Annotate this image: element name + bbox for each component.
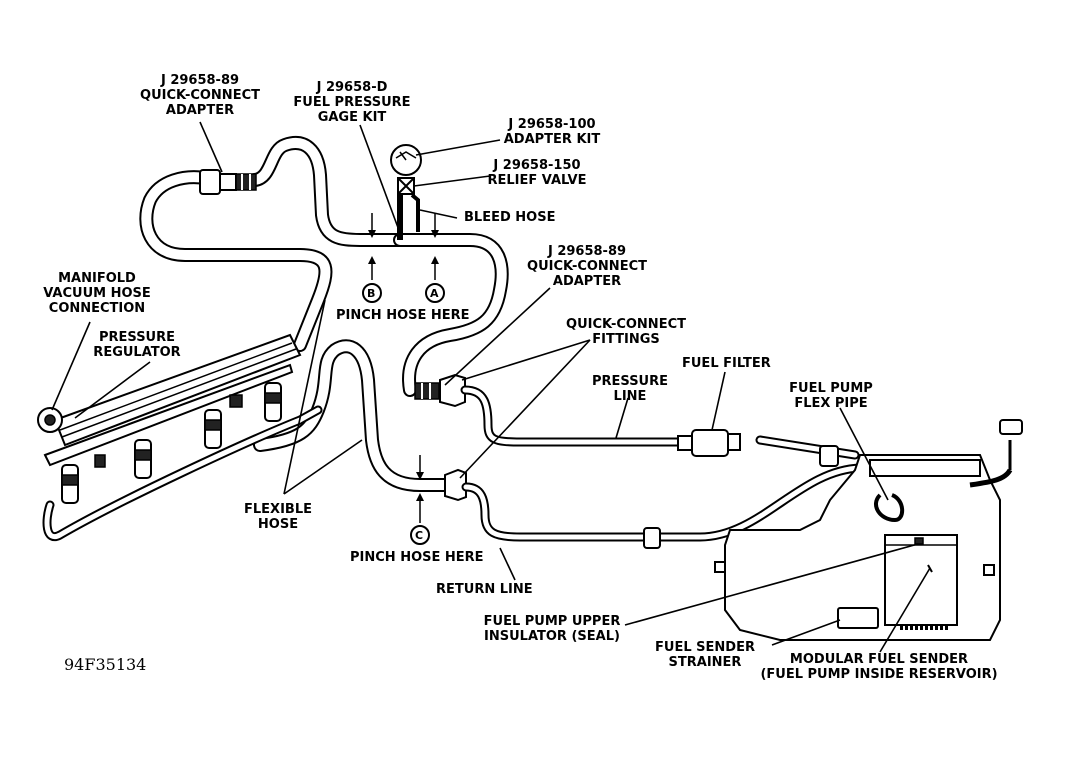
flexible-hose-lower bbox=[253, 339, 467, 545]
fuel-rail bbox=[37, 333, 302, 468]
label-line: GAGE KIT bbox=[317, 110, 387, 125]
label-line: FUEL SENDER bbox=[655, 640, 755, 655]
label-adapter-kit: J 29658-100 ADAPTER KIT bbox=[504, 117, 601, 147]
label-line: QUICK-CONNECT bbox=[140, 88, 260, 103]
label-line: VACUUM HOSE bbox=[43, 286, 151, 301]
label-gage-kit: J 29658-D FUEL PRESSURE GAGE KIT bbox=[293, 80, 410, 125]
flexible-hose-top-loop bbox=[139, 136, 509, 397]
label-line: FUEL PUMP UPPER bbox=[483, 614, 621, 629]
label-line: STRAINER bbox=[668, 655, 742, 670]
label-line: FUEL PUMP bbox=[789, 381, 873, 396]
label-upper-insulator: FUEL PUMP UPPER INSULATOR (SEAL) bbox=[484, 614, 621, 644]
label-line: J 29658-150 bbox=[493, 158, 581, 173]
injector-2 bbox=[134, 439, 152, 479]
label-qc-adapter-mid: J 29658-89 QUICK-CONNECT ADAPTER bbox=[527, 244, 647, 289]
label-line: J 29658-89 bbox=[160, 73, 240, 88]
label-line: PRESSURE bbox=[591, 374, 669, 389]
figure-id: 94F35134 bbox=[64, 655, 147, 674]
label-line: (FUEL PUMP INSIDE RESERVOIR) bbox=[760, 667, 998, 682]
label-line: FITTINGS bbox=[592, 332, 660, 347]
label-pinch-hose-top: PINCH HOSE HERE bbox=[336, 308, 470, 323]
label-fuel-filter: FUEL FILTER bbox=[682, 356, 771, 371]
label-bleed-hose: BLEED HOSE bbox=[464, 210, 556, 225]
label-line: REGULATOR bbox=[93, 345, 181, 360]
label-line: FLEX PIPE bbox=[794, 396, 868, 411]
label-line: INSULATOR (SEAL) bbox=[484, 629, 620, 644]
leader-lines bbox=[51, 121, 931, 653]
label-line: PRESSURE bbox=[98, 330, 176, 345]
fuel-injectors bbox=[61, 382, 282, 504]
pressure-line bbox=[460, 385, 860, 460]
label-line: MODULAR FUEL SENDER bbox=[789, 652, 969, 667]
label-pressure-regulator: PRESSURE REGULATOR bbox=[93, 330, 180, 360]
label-qc-adapter-top: J 29658-89 QUICK-CONNECT ADAPTER bbox=[140, 73, 260, 118]
label-qc-fittings: QUICK-CONNECT FITTINGS bbox=[566, 317, 686, 347]
label-return-line: RETURN LINE bbox=[436, 582, 533, 597]
label-relief-valve: J 29658-150 RELIEF VALVE bbox=[488, 158, 587, 188]
return-line bbox=[461, 463, 865, 549]
label-fuel-pump-flex-pipe: FUEL PUMP FLEX PIPE bbox=[789, 381, 873, 411]
label-line: ADAPTER KIT bbox=[503, 132, 601, 147]
fuel-filter bbox=[677, 429, 839, 467]
label-line: J 29658-89 bbox=[547, 244, 627, 259]
injector-1 bbox=[61, 464, 79, 504]
callout-b: B bbox=[367, 287, 376, 300]
label-modular-fuel-sender: MODULAR FUEL SENDER (FUEL PUMP INSIDE RE… bbox=[760, 652, 997, 682]
callout-c: C bbox=[415, 529, 424, 542]
label-manifold-vacuum: MANIFOLD VACUUM HOSE CONNECTION bbox=[43, 271, 151, 316]
label-pressure-line: PRESSURE LINE bbox=[592, 374, 668, 404]
quick-connect-adapter-top bbox=[199, 169, 257, 195]
label-line: ADAPTER bbox=[552, 274, 622, 289]
label-flexible-hose: FLEXIBLE HOSE bbox=[244, 502, 312, 532]
label-line: FUEL PRESSURE bbox=[293, 95, 411, 110]
label-line: HOSE bbox=[257, 517, 299, 532]
modular-fuel-sender bbox=[714, 419, 1023, 641]
label-line: QUICK-CONNECT bbox=[566, 317, 686, 332]
return-hose-rail bbox=[42, 405, 323, 542]
label-line: J 29658-100 bbox=[508, 117, 596, 132]
label-line: QUICK-CONNECT bbox=[527, 259, 647, 274]
label-line: LINE bbox=[613, 389, 647, 404]
label-line: J 29658-D bbox=[316, 80, 388, 95]
label-line: RELIEF VALVE bbox=[487, 173, 587, 188]
label-sender-strainer: FUEL SENDER STRAINER bbox=[655, 640, 755, 670]
label-pinch-hose-bottom: PINCH HOSE HERE bbox=[350, 550, 484, 565]
label-line: FLEXIBLE bbox=[244, 502, 312, 517]
callout-a: A bbox=[430, 287, 439, 300]
label-line: MANIFOLD bbox=[58, 271, 136, 286]
fuel-pressure-gauge bbox=[362, 144, 445, 303]
label-line: ADAPTER bbox=[165, 103, 235, 118]
injector-4 bbox=[264, 382, 282, 422]
label-line: CONNECTION bbox=[48, 301, 146, 316]
injector-3 bbox=[204, 409, 222, 449]
